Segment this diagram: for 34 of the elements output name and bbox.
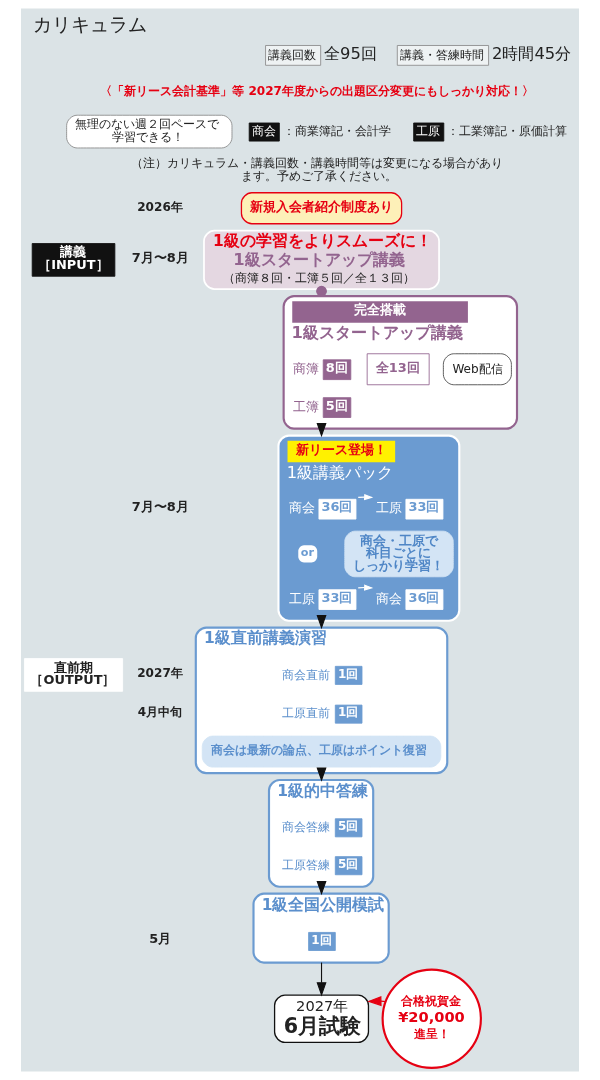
node-label: 商会 xyxy=(375,590,402,606)
node-label: 工原 xyxy=(288,590,315,606)
node-box: 2027年 6月試験 xyxy=(273,994,370,1044)
label: （注）カリキュラム・講義回数・講義時間等は変更になる場合があります。予めご了承ください。 xyxy=(131,156,504,183)
node-label: 2時間45分 xyxy=(492,44,572,64)
label: 7月〜8月 xyxy=(131,250,189,266)
label: 5月 xyxy=(149,931,172,947)
node-label: 工簿 xyxy=(293,398,320,414)
label: or xyxy=(300,546,315,560)
node-label: 商簿 xyxy=(293,360,320,376)
node-box: 新規入会者紹介制度あり xyxy=(240,192,403,225)
node-box: 全13回 xyxy=(366,353,430,386)
diagram-title: カリキュラム xyxy=(32,12,147,35)
node-label: 商会直前 xyxy=(281,667,330,682)
node-box: 無理のない週２回ペースで学習できる！ xyxy=(66,114,233,149)
node-label: ：商業簿記・会計学 xyxy=(282,124,391,139)
label: 7月〜8月 xyxy=(131,498,189,514)
node-box: Web配信 xyxy=(442,353,512,386)
node-box: 講義［INPUT］ xyxy=(31,243,116,277)
node-label: 工原答練 xyxy=(281,857,330,872)
node-box: 直前期［OUTPUT］ xyxy=(24,658,124,692)
label: 〈「新リース会計基準」等 2027年度からの出題区分変更にもしっかり対応！〉 xyxy=(100,84,534,99)
node-label: 工原直前 xyxy=(281,706,330,721)
node-box: 商会・工原で科目ごとにしっかり学習！ xyxy=(344,530,454,578)
node-label: 商会答練 xyxy=(281,819,330,834)
node-box: 商会は最新の論点、工原はポイント復習 xyxy=(201,735,442,768)
arrow xyxy=(316,962,327,997)
node-label: ：工業簿記・原価計算 xyxy=(447,124,568,139)
label: 4月中旬 xyxy=(137,705,183,720)
node-label: 商会 xyxy=(288,500,315,516)
node-label: 全95回 xyxy=(324,44,377,64)
label: 2027年 xyxy=(137,666,183,681)
node-label: 工原 xyxy=(375,500,402,516)
label: 2026年 xyxy=(137,199,183,214)
